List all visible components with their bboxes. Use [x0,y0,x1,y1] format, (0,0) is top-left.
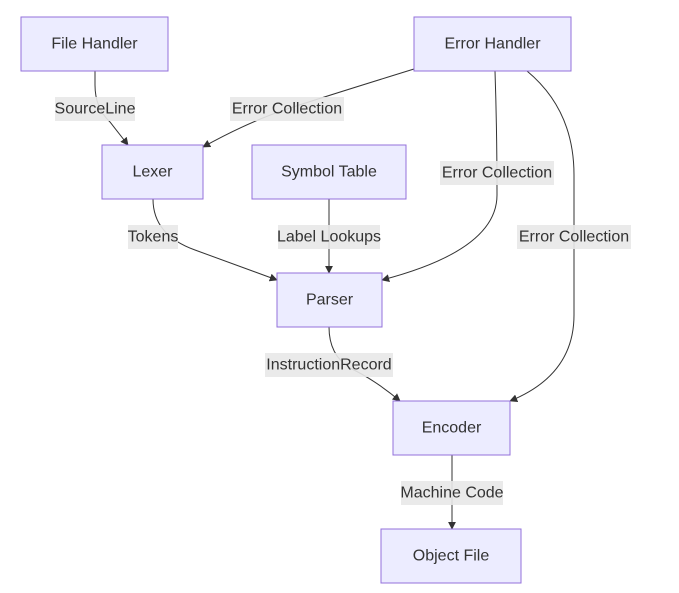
node-error-handler[interactable]: Error Handler [413,16,572,72]
node-parser[interactable]: Parser [276,272,383,328]
node-label-object-file: Object File [413,548,490,565]
node-encoder[interactable]: Encoder [392,400,511,456]
edge-error-to-parser [381,70,498,283]
edge-label-label-lookups: Label Lookups [277,229,381,246]
edge-label-tokens: Tokens [128,229,179,246]
node-object-file[interactable]: Object File [380,528,522,584]
edge-label-bg [265,353,393,377]
node-box [413,16,572,72]
edge-label-bg [278,225,380,249]
node-file-handler[interactable]: File Handler [20,16,169,72]
node-symbol-table[interactable]: Symbol Table [251,144,407,200]
edge-label-machine-code: Machine Code [400,485,503,502]
node-label-file-handler: File Handler [51,36,138,53]
node-label-parser: Parser [306,292,354,309]
node-label-error-handler: Error Handler [444,36,541,53]
edge-label-bg [401,481,503,505]
node-box [20,16,169,72]
edge-label-bg [128,225,178,249]
node-box [101,144,204,200]
edge-label-bg [230,97,344,121]
edge-label-instruction-record: InstructionRecord [266,357,391,374]
node-box [392,400,511,456]
edge-label-error-collection-encoder: Error Collection [519,229,629,246]
node-box [380,528,522,584]
node-label-symbol-table: Symbol Table [281,164,377,181]
node-box [251,144,407,200]
edge-label-bg [55,97,135,121]
node-box [276,272,383,328]
node-label-encoder: Encoder [422,420,482,437]
edge-labels: SourceLine Error Collection Error Collec… [55,97,631,505]
edge-label-error-collection-lexer: Error Collection [232,101,342,118]
edge-label-sourceline: SourceLine [55,101,136,118]
node-label-lexer: Lexer [132,164,173,181]
node-lexer[interactable]: Lexer [101,144,204,200]
edge-label-bg [440,161,554,185]
edge-label-bg [517,225,631,249]
nodes: File Handler Error Handler Lexer Symbol … [20,16,572,584]
edge-label-error-collection-parser: Error Collection [442,165,552,182]
